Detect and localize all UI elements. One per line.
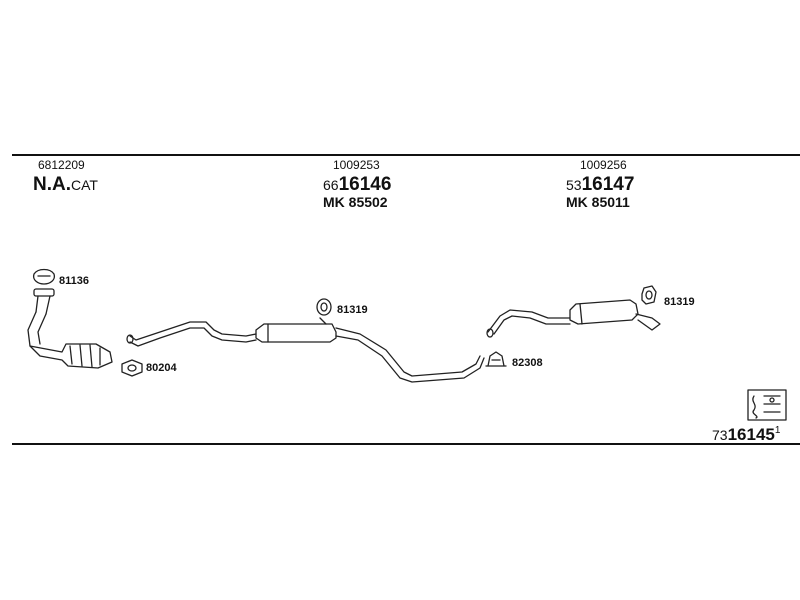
kit-code-main: 16145 xyxy=(727,425,775,444)
kit-code: 73161451 xyxy=(712,426,780,444)
front-pipe-icon xyxy=(126,321,257,347)
part-label-clamp: 82308 xyxy=(512,357,543,369)
clamp-icon xyxy=(485,351,507,367)
col3-code-main: 16147 xyxy=(581,174,635,195)
middle-silencer-icon xyxy=(255,323,337,343)
hanger-rear-icon xyxy=(641,285,657,305)
top-divider xyxy=(12,154,800,156)
col2-mk-number: MK 85502 xyxy=(323,194,388,210)
bottom-divider xyxy=(12,443,800,445)
col1-ref-number: 6812209 xyxy=(38,158,85,172)
kit-code-sup: 1 xyxy=(774,425,781,436)
part-label-hanger-rear: 81319 xyxy=(664,296,695,308)
col3-code-prefix: 53 xyxy=(566,177,582,193)
intermediate-pipe-icon xyxy=(335,327,485,383)
col2-code-prefix: 66 xyxy=(323,177,339,193)
col1-title-bold: N.A. xyxy=(33,174,71,195)
rear-pipe-icon xyxy=(486,309,571,338)
col2-part-code: 6616146 xyxy=(323,175,391,194)
col1-title: N.A.CAT xyxy=(33,175,98,194)
hanger-mid-icon xyxy=(316,298,332,325)
col2-ref-number: 1009253 xyxy=(333,158,380,172)
part-label-flange-gasket: 80204 xyxy=(146,362,177,374)
col3-mk-number: MK 85011 xyxy=(566,194,630,210)
col3-ref-number: 1009256 xyxy=(580,158,627,172)
col2-code-main: 16146 xyxy=(338,174,392,195)
catalytic-converter-icon xyxy=(29,343,113,369)
downpipe-flange-icon xyxy=(27,288,55,347)
part-label-hanger-mid: 81319 xyxy=(337,304,368,316)
col1-title-suffix: CAT xyxy=(71,177,98,193)
rear-silencer-icon xyxy=(569,299,661,331)
kit-code-prefix: 73 xyxy=(712,427,728,443)
flange-gasket-icon xyxy=(121,359,143,377)
part-label-gasket-top: 81136 xyxy=(59,275,89,287)
fitting-kit-icon xyxy=(747,389,787,421)
col3-part-code: 5316147 xyxy=(566,175,634,194)
gasket-top-icon xyxy=(32,268,56,285)
